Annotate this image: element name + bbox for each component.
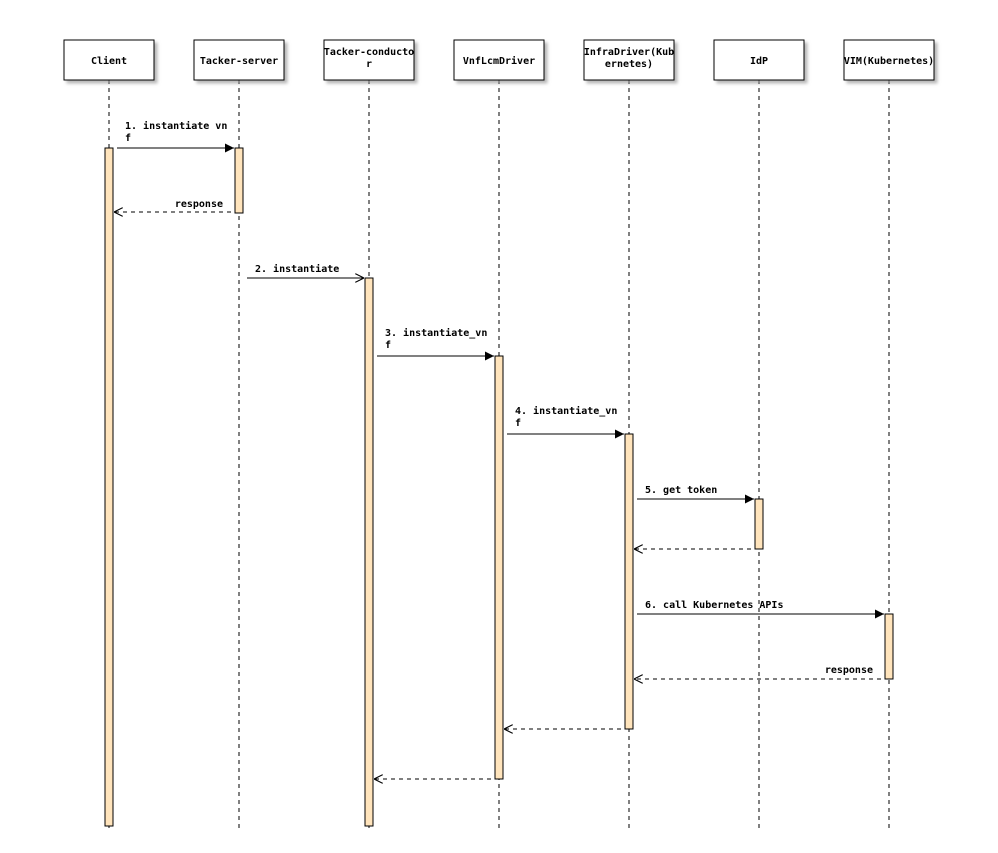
activation-bar-tacker-conductor xyxy=(364,277,374,827)
participant-label: ernetes) xyxy=(605,59,653,70)
message-msg-2: 2. instantiate xyxy=(247,263,364,278)
message-label: 2. instantiate xyxy=(255,263,339,275)
message-label: f xyxy=(125,133,131,144)
participant-label: r xyxy=(366,59,372,70)
participant-box xyxy=(323,39,415,81)
activation-bar-idp xyxy=(754,498,764,550)
participant-label: Tacker-server xyxy=(200,56,278,67)
participant-box xyxy=(713,39,805,81)
participant-label: IdP xyxy=(750,56,768,67)
activation-bar-infradriver xyxy=(624,433,634,730)
participant-label: Tacker-conducto xyxy=(324,47,414,58)
participant-idp: IdP xyxy=(713,39,805,81)
participant-label: VIM(Kubernetes) xyxy=(844,56,934,67)
participant-vim: VIM(Kubernetes) xyxy=(843,39,935,81)
message-label: 1. instantiate vn xyxy=(125,120,227,132)
activation-bar-vnflcmdriver xyxy=(494,355,504,780)
participant-infradriver: InfraDriver(Kubernetes) xyxy=(583,39,675,81)
participant-box xyxy=(453,39,545,81)
participant-label: InfraDriver(Kub xyxy=(584,46,674,58)
participant-box xyxy=(583,39,675,81)
participant-label: VnfLcmDriver xyxy=(463,55,535,67)
participant-box xyxy=(63,39,155,81)
message-msg-5: 5. get token xyxy=(637,485,754,504)
message-msg-3: 3. instantiate_vnf xyxy=(377,327,494,361)
message-msg-1-response: response xyxy=(114,199,231,212)
message-label: 3. instantiate_vn xyxy=(385,327,487,339)
message-msg-1: 1. instantiate vnf xyxy=(117,120,234,153)
message-label: 4. instantiate_vn xyxy=(515,405,617,417)
participant-client: Client xyxy=(63,39,155,81)
message-label: response xyxy=(825,665,873,676)
message-msg-6: 6. call Kubernetes APIs xyxy=(637,600,884,619)
message-label: response xyxy=(175,199,223,210)
activation-bar-client xyxy=(104,147,114,827)
message-label: f xyxy=(385,340,391,351)
message-label: 6. call Kubernetes APIs xyxy=(645,600,783,611)
message-msg-4: 4. instantiate_vnf xyxy=(507,405,624,439)
activation-bar-vim xyxy=(884,613,894,680)
participant-tacker-server: Tacker-server xyxy=(193,39,285,81)
participant-box xyxy=(193,39,285,81)
participant-vnflcmdriver: VnfLcmDriver xyxy=(453,39,545,81)
activation-bar-tacker-server xyxy=(234,147,244,214)
message-msg-6-response: response xyxy=(634,665,881,679)
participant-label: Client xyxy=(91,55,127,67)
message-label: f xyxy=(515,418,521,429)
participant-box xyxy=(843,39,935,81)
message-label: 5. get token xyxy=(645,485,717,496)
